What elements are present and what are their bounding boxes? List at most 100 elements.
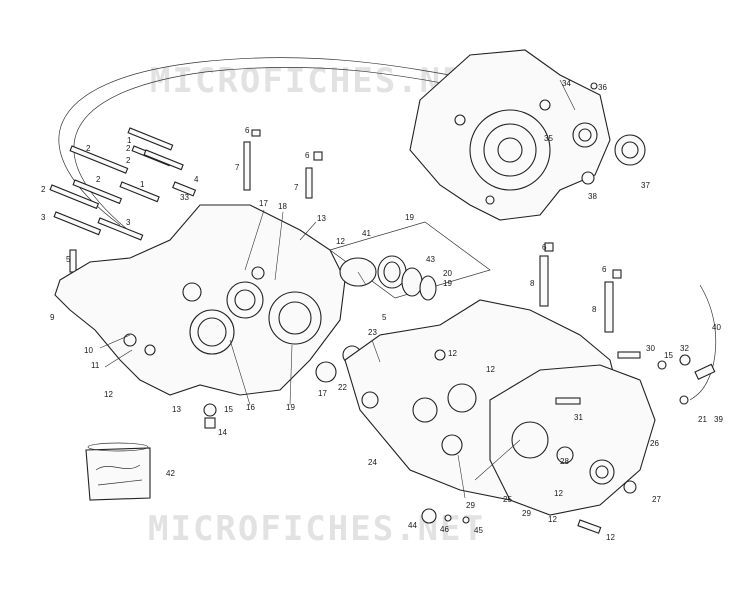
callout-12a: 12 — [336, 237, 345, 246]
left-crankcase-half — [54, 204, 346, 396]
callout-37: 37 — [641, 181, 650, 190]
seal-ring-37 — [614, 134, 646, 166]
fitting-39 — [694, 363, 716, 380]
callout-19b: 19 — [443, 279, 452, 288]
callout-labels: 1 2 2 2 1 2 2 4 33 3 3 5 6 7 6 7 17 18 1… — [41, 79, 723, 542]
callout-2a: 2 — [86, 144, 91, 153]
callout-40: 40 — [712, 323, 721, 332]
pin-45 — [462, 516, 470, 524]
callout-6b: 6 — [305, 151, 310, 160]
callout-2e: 2 — [41, 185, 46, 194]
plug-14 — [204, 417, 216, 429]
ring-21 — [679, 395, 689, 405]
pin-36 — [590, 82, 598, 90]
callout-38: 38 — [588, 192, 597, 201]
cable-40 — [689, 284, 717, 401]
callout-1a: 1 — [127, 136, 132, 145]
callout-6d: 6 — [602, 265, 607, 274]
callout-8a: 8 — [530, 279, 535, 288]
callout-2c: 2 — [126, 156, 131, 165]
callout-13b: 13 — [172, 405, 181, 414]
bolt-31 — [555, 397, 581, 405]
callout-33: 33 — [180, 193, 189, 202]
gasket-kit-42 — [85, 442, 151, 501]
callout-13a: 13 — [317, 214, 326, 223]
callout-45: 45 — [474, 526, 483, 535]
callout-17a: 17 — [259, 199, 268, 208]
callout-8b: 8 — [592, 305, 597, 314]
bolt-set — [49, 127, 197, 273]
callout-19c: 19 — [286, 403, 295, 412]
callout-26: 26 — [650, 439, 659, 448]
callout-14: 14 — [218, 428, 227, 437]
callout-19a: 19 — [405, 213, 414, 222]
callout-23: 23 — [368, 328, 377, 337]
callout-9: 9 — [50, 313, 55, 322]
callout-3b: 3 — [126, 218, 131, 227]
callout-32: 32 — [680, 344, 689, 353]
callout-29b: 29 — [522, 509, 531, 518]
callout-11: 11 — [91, 361, 100, 370]
bolt-12-bottom — [577, 519, 602, 534]
callout-12b: 12 — [104, 390, 113, 399]
ring-27 — [623, 480, 637, 494]
callout-3a: 3 — [41, 213, 46, 222]
stud-left — [243, 129, 323, 199]
seal-17 — [315, 361, 337, 383]
callout-35: 35 — [544, 134, 553, 143]
seal-44 — [421, 508, 437, 524]
callout-2b: 2 — [126, 144, 131, 153]
callout-6c: 6 — [542, 243, 547, 252]
callout-43: 43 — [426, 255, 435, 264]
callout-5a: 5 — [66, 255, 71, 264]
callout-12f: 12 — [606, 533, 615, 542]
callout-46: 46 — [440, 525, 449, 534]
callout-27: 27 — [652, 495, 661, 504]
upper-crankcase-half — [409, 49, 611, 221]
callout-15a: 15 — [224, 405, 233, 414]
callout-17b: 17 — [318, 389, 327, 398]
callout-44: 44 — [408, 521, 417, 530]
callout-5b: 5 — [382, 313, 387, 322]
guide-arc — [58, 57, 521, 226]
callout-21: 21 — [698, 415, 707, 424]
washer-15-left — [203, 403, 217, 417]
bolt-30 — [617, 351, 641, 359]
callout-39: 39 — [714, 415, 723, 424]
callout-6a: 6 — [245, 126, 250, 135]
stud-right — [539, 242, 622, 333]
callout-42: 42 — [166, 469, 175, 478]
leader-lines — [99, 79, 576, 499]
callout-7b: 7 — [294, 183, 299, 192]
callout-25: 25 — [503, 495, 512, 504]
callout-34: 34 — [562, 79, 571, 88]
callout-10: 10 — [84, 346, 93, 355]
ring-38 — [581, 171, 595, 185]
callout-4a: 4 — [194, 175, 199, 184]
callout-2d: 2 — [96, 175, 101, 184]
guide-arc-inner — [73, 66, 506, 231]
callout-28: 28 — [560, 457, 569, 466]
callout-16: 16 — [246, 403, 255, 412]
callout-29a: 29 — [466, 501, 475, 510]
fitting-32 — [679, 354, 691, 366]
pin-46 — [444, 514, 452, 522]
callout-36: 36 — [598, 83, 607, 92]
callout-12e: 12 — [548, 515, 557, 524]
callout-12c: 12 — [448, 349, 457, 358]
bearing-group-19 — [329, 221, 491, 301]
callout-7a: 7 — [235, 163, 240, 172]
callout-1b: 1 — [140, 180, 145, 189]
callout-15b: 15 — [664, 351, 673, 360]
callout-24: 24 — [368, 458, 377, 467]
clutch-cover-26 — [489, 364, 656, 516]
callout-41: 41 — [362, 229, 371, 238]
washer-15-right — [657, 360, 667, 370]
callout-18: 18 — [278, 202, 287, 211]
callout-30: 30 — [646, 344, 655, 353]
callout-12d: 12 — [486, 365, 495, 374]
callout-12g: 12 — [554, 489, 563, 498]
callout-22: 22 — [338, 383, 347, 392]
callout-31: 31 — [574, 413, 583, 422]
